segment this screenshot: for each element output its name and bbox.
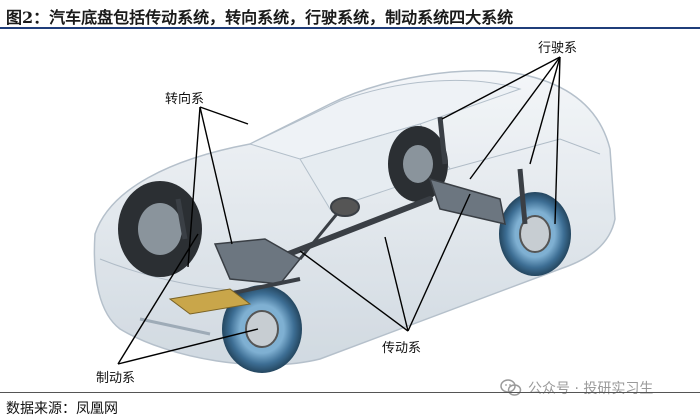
source-rule — [0, 392, 700, 393]
callout-lines — [117, 56, 561, 365]
chassis-components — [168, 116, 528, 315]
label-braking: 制动系 — [96, 371, 136, 386]
label-running: 行驶系 — [538, 41, 578, 56]
watermark: 公众号 · 投研实习生 — [500, 378, 653, 398]
steering-wheel — [330, 197, 360, 217]
front-left-wheel — [118, 181, 202, 277]
wechat-icon — [500, 379, 522, 396]
front-strut — [175, 198, 188, 240]
front-subframe — [168, 288, 252, 315]
label-steering: 转向系 — [165, 92, 205, 107]
label-transmission: 传动系 — [382, 341, 422, 356]
rear-right-wheel — [499, 192, 571, 276]
front-right-wheel — [222, 285, 302, 373]
gearbox — [213, 238, 302, 285]
rear-axle — [428, 177, 506, 225]
source-note: 数据来源：凤凰网 — [6, 401, 118, 417]
figure-title: 图2：汽车底盘包括传动系统，转向系统，行驶系统，制动系统四大系统 — [6, 8, 514, 27]
rear-strut-left — [437, 116, 448, 165]
watermark-text: 公众号 · 投研实习生 — [528, 381, 654, 397]
chassis-diagram — [93, 56, 616, 373]
rear-strut-right — [517, 168, 528, 225]
title-rule — [0, 27, 700, 29]
